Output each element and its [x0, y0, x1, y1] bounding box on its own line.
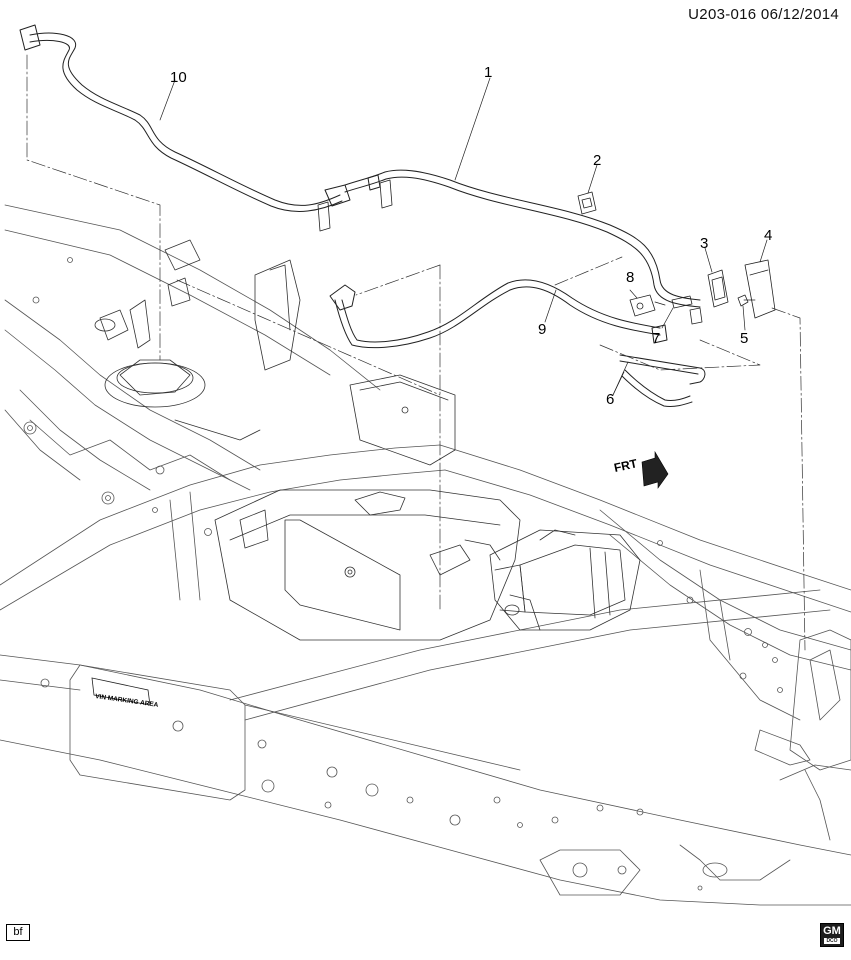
callout-10: 10	[170, 69, 187, 86]
vin-marking-plate: VIN MARKING AREA	[91, 677, 159, 709]
callout-3: 3	[700, 235, 708, 252]
callout-6: 6	[606, 391, 614, 408]
fuel-line-6	[619, 354, 706, 407]
frame-crossmember	[0, 444, 851, 613]
callout-8: 8	[626, 269, 634, 286]
retainer-clip-10	[317, 201, 331, 232]
frame-right-rail	[599, 509, 851, 841]
bracket-4	[744, 259, 776, 319]
callout-4: 4	[764, 227, 772, 244]
leader-lines	[159, 77, 768, 396]
frame-lower-rail	[0, 589, 851, 906]
vin-marking-label: VIN MARKING AREA	[95, 693, 159, 709]
front-direction-indicator: FRT	[613, 450, 669, 489]
fuel-line-10	[19, 24, 351, 212]
front-arrow-icon	[641, 450, 669, 489]
callout-2: 2	[593, 152, 601, 169]
callout-7: 7	[652, 330, 660, 347]
frame-left-rail	[4, 204, 381, 505]
heat-shield	[349, 374, 456, 466]
diagram-code: U203-016 06/12/2014	[688, 6, 839, 23]
fuel-pump-module	[94, 239, 301, 441]
bolt-5	[737, 294, 756, 307]
callout-1: 1	[484, 64, 492, 81]
fuel-line-9	[329, 279, 668, 349]
front-direction-label: FRT	[613, 456, 639, 475]
retainer-clip-1	[379, 179, 393, 209]
gm-logo: GM DCO	[820, 923, 844, 947]
clip-7	[671, 295, 703, 325]
callout-numbers: 1 2 3 4 5 6 7 8 9 10	[170, 64, 772, 408]
fuel-tank	[214, 489, 521, 641]
clip-2	[577, 191, 597, 215]
callout-5: 5	[740, 330, 748, 347]
gm-logo-text: GM	[823, 925, 841, 937]
gm-logo-sub: DCO	[824, 938, 840, 944]
evap-canister	[464, 529, 641, 631]
reference-lines	[26, 54, 806, 651]
fuel-line-1	[344, 169, 701, 308]
connector-8	[629, 294, 666, 317]
bf-badge: bf	[6, 924, 30, 941]
callout-9: 9	[538, 321, 546, 338]
bracket-3	[707, 269, 729, 308]
